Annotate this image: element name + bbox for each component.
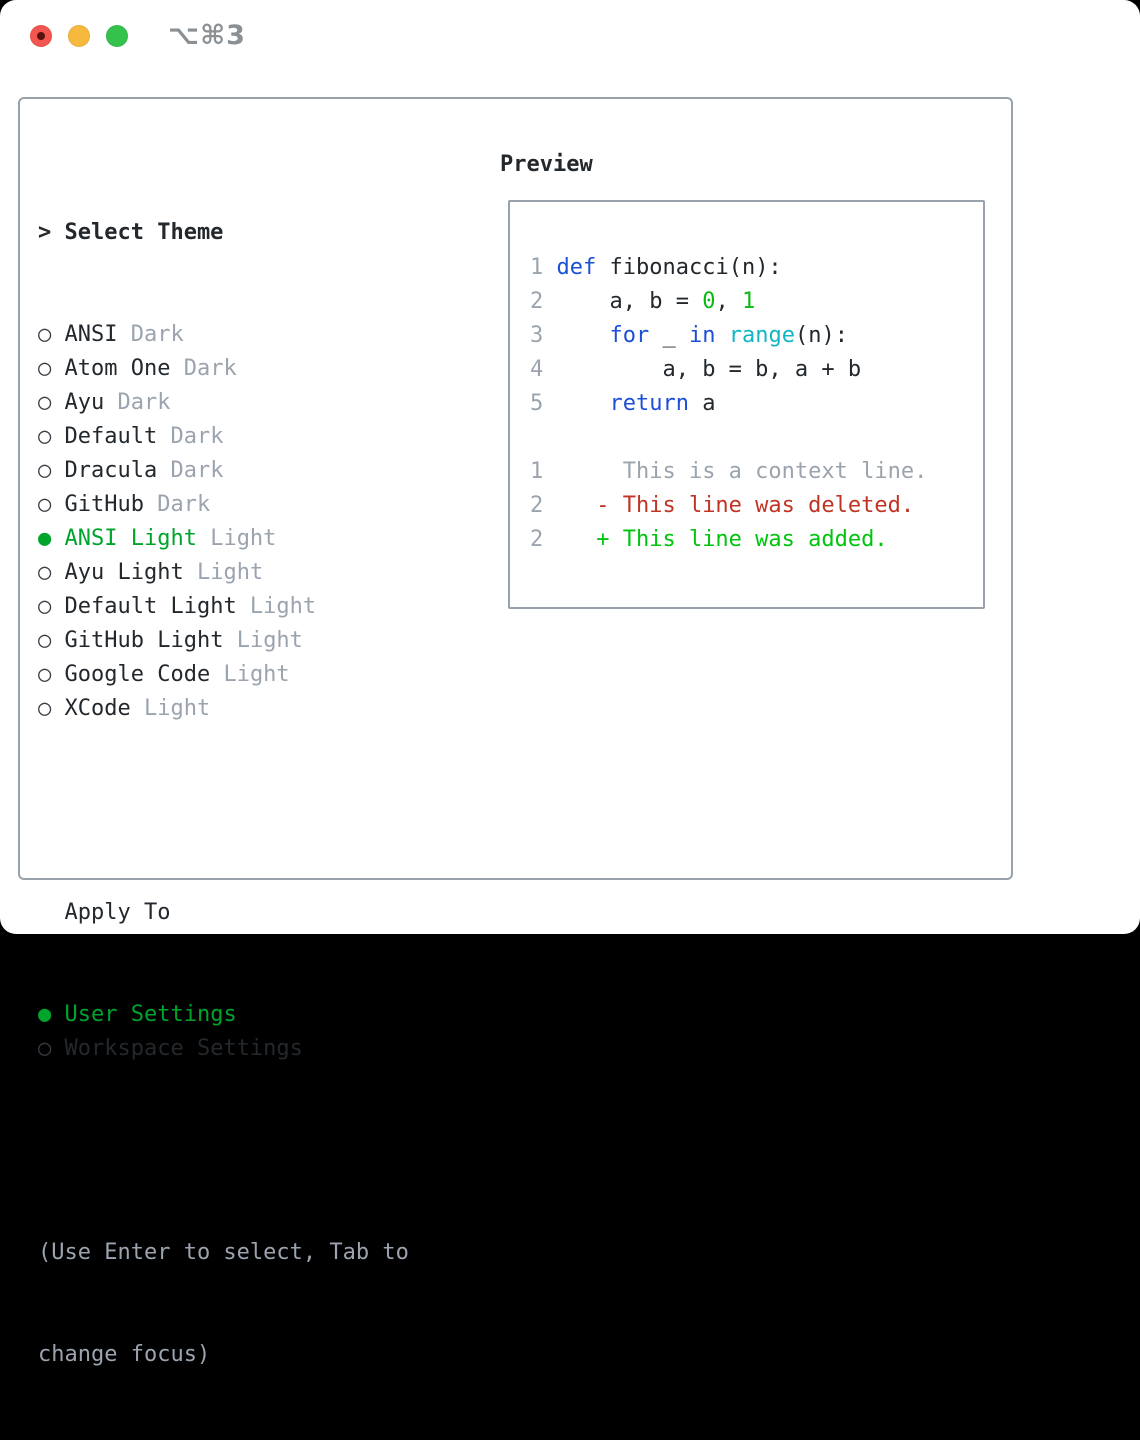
preview-title: Preview bbox=[500, 148, 593, 182]
theme-variant-label: Dark bbox=[104, 390, 170, 415]
radio-selected-icon: ● bbox=[38, 1002, 65, 1027]
diff-text: + This line was added. bbox=[543, 527, 887, 552]
theme-option-xcode[interactable]: ○ XCode Light bbox=[38, 692, 409, 726]
theme-variant-label: Dark bbox=[157, 458, 223, 483]
line-number: 3 bbox=[530, 323, 557, 348]
theme-option-label: GitHub Light bbox=[65, 628, 224, 653]
app-window: ⌥⌘3 > Select Theme ○ ANSI Dark○ Atom One… bbox=[0, 0, 1140, 934]
theme-option-label: Default bbox=[65, 424, 158, 449]
radio-icon: ○ bbox=[38, 560, 65, 585]
spacer bbox=[38, 794, 409, 828]
close-button[interactable] bbox=[30, 25, 52, 47]
radio-icon: ○ bbox=[38, 594, 65, 619]
theme-option-github-light[interactable]: ○ GitHub Light Light bbox=[38, 624, 409, 658]
theme-option-default-light[interactable]: ○ Default Light Light bbox=[38, 590, 409, 624]
apply-option-label: Workspace Settings bbox=[65, 1036, 303, 1061]
diff-line-deleted: 2 - This line was deleted. bbox=[530, 489, 927, 523]
radio-icon: ○ bbox=[38, 322, 65, 347]
code-line: 5 return a bbox=[530, 387, 927, 421]
theme-option-label: Atom One bbox=[65, 356, 171, 381]
theme-option-atom-one[interactable]: ○ Atom One Dark bbox=[38, 352, 409, 386]
theme-option-ansi-light[interactable]: ● ANSI Light Light bbox=[38, 522, 409, 556]
code-line: 1 def fibonacci(n): bbox=[530, 251, 927, 285]
radio-icon: ○ bbox=[38, 424, 65, 449]
theme-variant-label: Light bbox=[237, 594, 316, 619]
theme-option-label: Dracula bbox=[65, 458, 158, 483]
theme-option-ayu[interactable]: ○ Ayu Dark bbox=[38, 386, 409, 420]
theme-option-ansi[interactable]: ○ ANSI Dark bbox=[38, 318, 409, 352]
theme-option-dracula[interactable]: ○ Dracula Dark bbox=[38, 454, 409, 488]
theme-variant-label: Dark bbox=[144, 492, 210, 517]
theme-option-default[interactable]: ○ Default Dark bbox=[38, 420, 409, 454]
spacer bbox=[530, 421, 927, 455]
radio-icon: ○ bbox=[38, 628, 65, 653]
minimize-button[interactable] bbox=[68, 25, 90, 47]
apply-option-workspace-settings[interactable]: ○ Workspace Settings bbox=[38, 1032, 409, 1066]
radio-icon: ○ bbox=[38, 1036, 65, 1061]
theme-option-label: ANSI Light bbox=[65, 526, 197, 551]
diff-line-context: 1 This is a context line. bbox=[530, 455, 927, 489]
theme-variant-label: Light bbox=[197, 526, 276, 551]
zoom-button[interactable] bbox=[106, 25, 128, 47]
theme-variant-label: Light bbox=[131, 696, 210, 721]
apply-option-user-settings[interactable]: ● User Settings bbox=[38, 998, 409, 1032]
line-number: 1 bbox=[530, 459, 543, 484]
line-number: 2 bbox=[530, 493, 543, 518]
theme-option-label: Ayu bbox=[65, 390, 105, 415]
theme-variant-label: Dark bbox=[157, 424, 223, 449]
theme-option-label: XCode bbox=[65, 696, 131, 721]
apply-option-label: User Settings bbox=[65, 1002, 237, 1027]
radio-selected-icon: ● bbox=[38, 526, 65, 551]
radio-icon: ○ bbox=[38, 458, 65, 483]
spacer bbox=[38, 1134, 409, 1168]
apply-to-list: ● User Settings○ Workspace Settings bbox=[38, 998, 409, 1066]
apply-to-header: Apply To bbox=[38, 896, 409, 930]
theme-list: ○ ANSI Dark○ Atom One Dark○ Ayu Dark○ De… bbox=[38, 318, 409, 726]
theme-list-header: > Select Theme bbox=[38, 216, 409, 250]
theme-variant-label: Dark bbox=[117, 322, 183, 347]
theme-option-google-code[interactable]: ○ Google Code Light bbox=[38, 658, 409, 692]
keyboard-shortcut-label: ⌥⌘3 bbox=[168, 20, 246, 51]
theme-option-label: Ayu Light bbox=[65, 560, 184, 585]
theme-variant-label: Light bbox=[210, 662, 289, 687]
line-number: 4 bbox=[530, 357, 557, 382]
help-text-line-2: change focus) bbox=[38, 1338, 409, 1372]
radio-icon: ○ bbox=[38, 662, 65, 687]
line-number: 5 bbox=[530, 391, 557, 416]
radio-icon: ○ bbox=[38, 492, 65, 517]
radio-icon: ○ bbox=[38, 390, 65, 415]
theme-variant-label: Dark bbox=[170, 356, 236, 381]
code-line: 2 a, b = 0, 1 bbox=[530, 285, 927, 319]
help-text-line-1: (Use Enter to select, Tab to bbox=[38, 1236, 409, 1270]
theme-variant-label: Light bbox=[223, 628, 302, 653]
theme-option-label: Default Light bbox=[65, 594, 237, 619]
radio-icon: ○ bbox=[38, 696, 65, 721]
diff-line-added: 2 + This line was added. bbox=[530, 523, 927, 557]
theme-option-ayu-light[interactable]: ○ Ayu Light Light bbox=[38, 556, 409, 590]
theme-option-label: ANSI bbox=[65, 322, 118, 347]
theme-list-column: > Select Theme ○ ANSI Dark○ Atom One Dar… bbox=[38, 148, 409, 1440]
titlebar: ⌥⌘3 bbox=[0, 0, 1140, 72]
line-number: 2 bbox=[530, 289, 557, 314]
theme-option-github[interactable]: ○ GitHub Dark bbox=[38, 488, 409, 522]
theme-option-label: GitHub bbox=[65, 492, 144, 517]
code-line: 3 for _ in range(n): bbox=[530, 319, 927, 353]
line-number: 1 bbox=[530, 255, 557, 280]
diff-text: This is a context line. bbox=[543, 459, 927, 484]
theme-option-label: Google Code bbox=[65, 662, 211, 687]
code-line: 4 a, b = b, a + b bbox=[530, 353, 927, 387]
diff-text: - This line was deleted. bbox=[543, 493, 914, 518]
theme-variant-label: Light bbox=[184, 560, 263, 585]
unsaved-dot-icon bbox=[37, 32, 45, 40]
line-number: 2 bbox=[530, 527, 543, 552]
radio-icon: ○ bbox=[38, 356, 65, 381]
